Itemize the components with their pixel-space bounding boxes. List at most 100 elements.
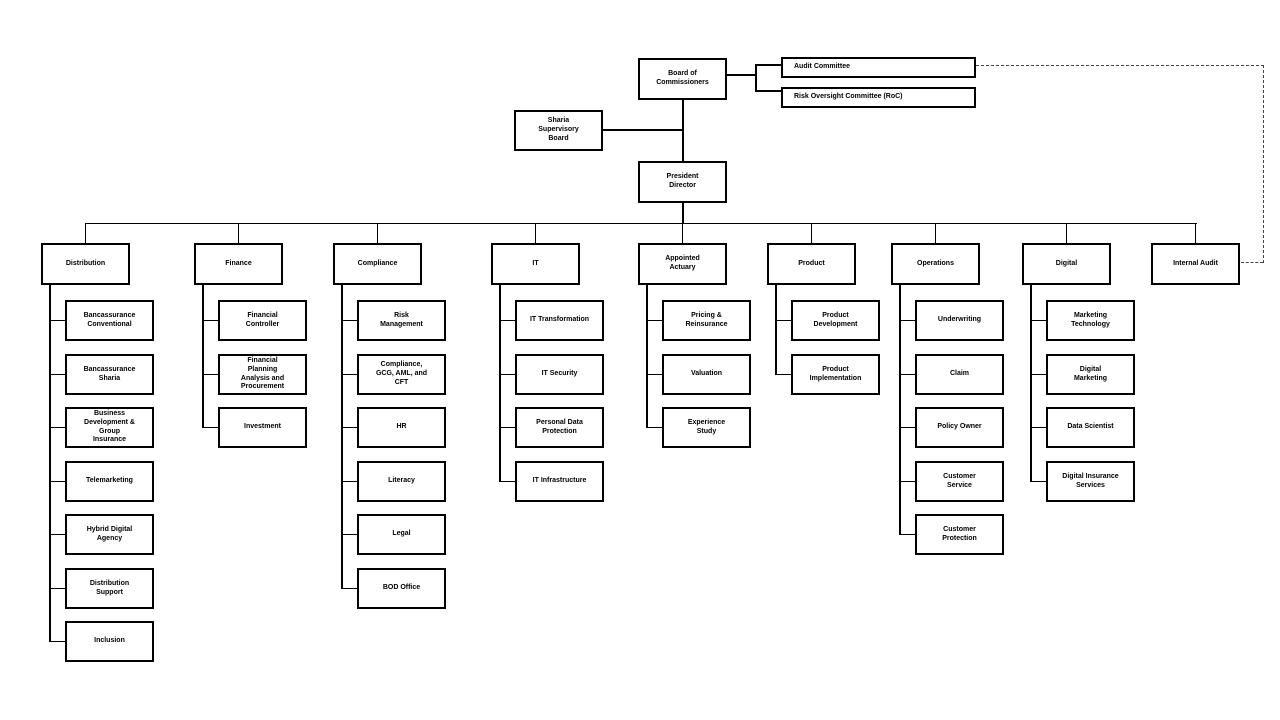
org-node-personal-data: Personal Data Protection: [515, 407, 604, 448]
connector-line: [681, 100, 684, 161]
connector-line: [755, 90, 781, 92]
org-node-data-scientist: Data Scientist: [1046, 407, 1135, 448]
org-node-customer: Customer Protection: [915, 514, 1004, 555]
connector-line: [499, 480, 515, 483]
org-node-it: IT: [491, 243, 580, 285]
org-node-product: Product Development: [791, 300, 880, 341]
org-node-operations: Operations: [891, 243, 980, 285]
org-node-appointed: Appointed Actuary: [638, 243, 727, 285]
org-node-pricing: Pricing & Reinsurance: [662, 300, 751, 341]
connector-line: [202, 319, 218, 322]
connector-line: [49, 285, 51, 642]
org-node-product: Product Implementation: [791, 354, 880, 395]
connector-line: [49, 587, 65, 590]
org-node-risk-oversight-committee: Risk Oversight Committee (RoC): [781, 87, 976, 108]
connector-line: [646, 373, 662, 376]
connector-line: [810, 222, 813, 243]
org-node-valuation: Valuation: [662, 354, 751, 395]
connector-line: [1030, 426, 1046, 429]
connector-line: [499, 373, 515, 376]
connector-line: [237, 222, 240, 243]
connector-line: [1030, 480, 1046, 483]
org-node-sharia-supervisory-board: Sharia Supervisory Board: [514, 110, 603, 151]
org-node-inclusion: Inclusion: [65, 621, 154, 662]
org-node-it-infrastructure: IT Infrastructure: [515, 461, 604, 502]
connector-line: [899, 533, 915, 536]
org-node-investment: Investment: [218, 407, 307, 448]
connector-line: [202, 426, 218, 429]
connector-line: [755, 64, 757, 92]
connector-line: [727, 74, 757, 76]
connector-line: [603, 129, 682, 131]
org-node-it-security: IT Security: [515, 354, 604, 395]
connector-line: [341, 319, 357, 322]
connector-line: [49, 480, 65, 483]
connector-line: [84, 222, 87, 243]
org-node-board-of-commissioners: Board of Commissioners: [638, 58, 727, 100]
connector-line: [681, 203, 684, 223]
connector-line: [646, 426, 662, 429]
connector-line: [1030, 285, 1032, 482]
org-node-telemarketing: Telemarketing: [65, 461, 154, 502]
org-node-compliance: Compliance: [333, 243, 422, 285]
org-node-customer: Customer Service: [915, 461, 1004, 502]
connector-line: [534, 222, 537, 243]
dashed-connector-line: [1241, 262, 1263, 263]
org-node-hybrid-digital: Hybrid Digital Agency: [65, 514, 154, 555]
org-node-digital-insurance: Digital Insurance Services: [1046, 461, 1135, 502]
connector-line: [202, 373, 218, 376]
connector-line: [499, 426, 515, 429]
connector-line: [49, 319, 65, 322]
org-node-bancassurance: Bancassurance Conventional: [65, 300, 154, 341]
connector-line: [646, 319, 662, 322]
org-node-literacy: Literacy: [357, 461, 446, 502]
connector-line: [681, 222, 684, 243]
org-node-bancassurance: Bancassurance Sharia: [65, 354, 154, 395]
connector-line: [499, 319, 515, 322]
org-node-underwriting: Underwriting: [915, 300, 1004, 341]
connector-line: [1065, 222, 1068, 243]
dashed-connector-line: [1263, 65, 1264, 263]
connector-line: [1030, 373, 1046, 376]
org-node-hr: HR: [357, 407, 446, 448]
org-node-compliance: Compliance, GCG, AML, and CFT: [357, 354, 446, 395]
connector-line: [341, 373, 357, 376]
org-node-digital: Digital Marketing: [1046, 354, 1135, 395]
org-node-policy-owner: Policy Owner: [915, 407, 1004, 448]
connector-line: [646, 285, 648, 428]
org-node-financial: Financial Planning Analysis and Procurem…: [218, 354, 307, 395]
connector-line: [1030, 319, 1046, 322]
org-node-marketing: Marketing Technology: [1046, 300, 1135, 341]
connector-line: [49, 640, 65, 643]
connector-line: [341, 285, 343, 589]
connector-line: [899, 319, 915, 322]
org-node-distribution: Distribution: [41, 243, 130, 285]
connector-line: [499, 285, 501, 482]
org-node-experience: Experience Study: [662, 407, 751, 448]
connector-line: [899, 285, 901, 535]
org-node-bod-office: BOD Office: [357, 568, 446, 609]
connector-line: [341, 587, 357, 590]
connector-line: [934, 222, 937, 243]
org-node-business: Business Development & Group Insurance: [65, 407, 154, 448]
dashed-connector-line: [976, 65, 1264, 66]
org-node-president-director: President Director: [638, 161, 727, 203]
connector-line: [775, 285, 777, 375]
org-node-financial: Financial Controller: [218, 300, 307, 341]
connector-line: [49, 533, 65, 536]
org-node-distribution: Distribution Support: [65, 568, 154, 609]
connector-line: [341, 480, 357, 483]
connector-line: [899, 480, 915, 483]
connector-line: [202, 285, 204, 428]
connector-line: [84, 222, 1197, 225]
connector-line: [775, 319, 791, 322]
connector-line: [775, 373, 791, 376]
connector-line: [341, 426, 357, 429]
connector-line: [49, 426, 65, 429]
connector-line: [1194, 222, 1197, 243]
connector-line: [49, 373, 65, 376]
connector-line: [899, 373, 915, 376]
org-node-product: Product: [767, 243, 856, 285]
connector-line: [899, 426, 915, 429]
connector-line: [376, 222, 379, 243]
